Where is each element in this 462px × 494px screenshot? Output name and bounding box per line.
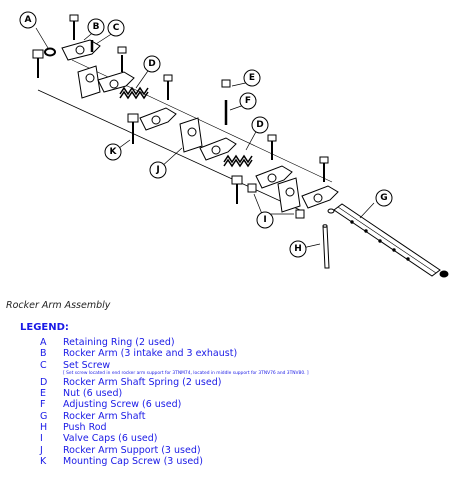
legend-note: [ Set screw located in end rocker arm su…	[63, 370, 309, 376]
legend-key: G	[40, 410, 48, 422]
legend-item-d: D Rocker Arm Shaft Spring (2 used)	[40, 377, 460, 388]
legend-key: D	[40, 376, 48, 388]
callout-h	[289, 240, 307, 258]
rocker-arm-exploded-view: A B C D E F D G H I J K	[19, 11, 449, 278]
callout-f	[239, 92, 257, 110]
callout-d-lower	[251, 116, 269, 134]
callout-label-d-lower: D	[256, 120, 263, 130]
legend-key: K	[40, 455, 47, 467]
legend-text: Valve Caps (6 used)	[63, 433, 158, 445]
legend-item-f: F Adjusting Screw (6 used)	[40, 399, 460, 410]
callout-label-j: J	[155, 165, 159, 175]
legend-key: F	[40, 399, 46, 411]
callout-a	[19, 11, 37, 29]
legend-item-k: K Mounting Cap Screw (3 used)	[40, 456, 460, 467]
callout-label-f: F	[245, 96, 251, 106]
legend-key: A	[40, 337, 47, 348]
callout-e	[243, 69, 261, 87]
legend-item-i: I Valve Caps (6 used)	[40, 433, 460, 444]
legend-key: C	[40, 359, 47, 371]
valve-caps	[247, 183, 305, 219]
callout-label-c: C	[113, 23, 120, 33]
legend-text: Rocker Arm Shaft	[63, 410, 146, 422]
retaining-ring	[44, 47, 56, 57]
shaft-spring-upper	[119, 86, 149, 100]
legend-title: LEGEND:	[20, 322, 69, 333]
legend-key: H	[40, 422, 48, 434]
legend-key: B	[40, 348, 47, 360]
legend-key: E	[40, 388, 47, 400]
figure-caption: Rocker Arm Assembly	[6, 300, 111, 311]
callout-k	[104, 143, 122, 161]
callout-c	[107, 19, 125, 37]
legend-item-c: C Set Screw [ Set screw located in end r…	[40, 360, 460, 377]
callout-label-a: A	[25, 15, 32, 25]
callout-label-k: K	[110, 147, 118, 157]
callout-i	[256, 211, 274, 229]
legend-text: Mounting Cap Screw (3 used)	[63, 455, 203, 467]
callout-j	[149, 161, 167, 179]
callout-label-i: I	[263, 215, 266, 225]
rocker-arm-b	[61, 14, 101, 61]
push-rod	[322, 224, 330, 269]
bolt-a	[32, 49, 44, 78]
legend-item-j: J Rocker Arm Support (3 used)	[40, 445, 460, 456]
legend-text: Set Screw	[63, 359, 111, 371]
callout-d-upper	[143, 55, 161, 73]
callout-label-h: H	[294, 244, 302, 254]
legend-text: Rocker Arm Shaft Spring (2 used)	[63, 376, 222, 388]
callout-label-d-upper: D	[148, 59, 155, 69]
legend-key: J	[40, 444, 43, 456]
rocker-support-upper	[77, 65, 101, 99]
legend-item-b: B Rocker Arm (3 intake and 3 exhaust)	[40, 348, 460, 359]
callout-b	[87, 18, 105, 36]
callout-label-g: G	[380, 193, 387, 203]
legend-item-g: G Rocker Arm Shaft	[40, 411, 460, 422]
legend-text: Adjusting Screw (6 used)	[63, 399, 182, 411]
legend-item-h: H Push Rod	[40, 422, 460, 433]
legend-item-e: E Nut (6 used)	[40, 388, 460, 399]
callout-g	[375, 189, 393, 207]
legend-list: A Retaining Ring (2 used) B Rocker Arm (…	[40, 337, 460, 467]
rocker-support-j	[179, 117, 203, 153]
mounting-cap-screw	[127, 113, 139, 144]
callout-label-e: E	[249, 73, 255, 83]
legend-key: I	[40, 433, 43, 445]
legend-text-with-note: Set Screw [ Set screw located in end roc…	[63, 360, 460, 377]
legend-text: Rocker Arm Support (3 used)	[63, 444, 201, 456]
shaft-spring-lower	[223, 154, 253, 168]
callout-label-b: B	[93, 22, 100, 32]
rocker-arm-shaft	[327, 203, 449, 278]
legend-text: Nut (6 used)	[63, 388, 123, 400]
legend-text: Push Rod	[63, 422, 107, 434]
legend-item-a: A Retaining Ring (2 used)	[40, 337, 460, 348]
legend-text: Rocker Arm (3 intake and 3 exhaust)	[63, 348, 238, 360]
legend-text: Retaining Ring (2 used)	[63, 337, 175, 348]
